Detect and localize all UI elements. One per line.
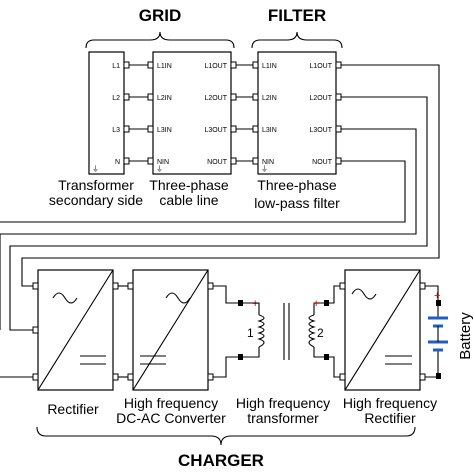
transformer-port-l3: L3 (112, 127, 120, 134)
lpf-label: Three-phase (257, 177, 337, 193)
charger-header: CHARGER (178, 451, 264, 470)
cable-label-2: cable line (159, 192, 218, 208)
cable-line-block[interactable]: L1IN L2IN L3IN NIN L1OUT L2OUT L3OUT NOU… (152, 51, 232, 175)
hf-transformer[interactable]: + 1 2 + (213, 285, 340, 378)
cable-label: Three-phase (149, 177, 229, 193)
ground-glyph: ⏚ (261, 165, 268, 173)
charger-brace (36, 426, 416, 446)
transformer-port-l2: L2 (112, 95, 120, 102)
lpf-port-nout: NOUT (312, 159, 333, 166)
lowpass-filter-block[interactable]: L1IN L2IN L3IN NIN L1OUT L2OUT L3OUT NOU… (257, 51, 337, 175)
lpf-port-l3out: L3OUT (309, 127, 332, 134)
hf-rectifier-label: High frequency (343, 395, 437, 411)
lpf-port-l3in: L3IN (262, 127, 277, 134)
battery-label: Battery (457, 312, 474, 360)
hf-rectifier-block[interactable] (339, 269, 426, 391)
hf-transformer-label-2: transformer (247, 410, 319, 426)
lpf-port-l2out: L2OUT (309, 95, 332, 102)
transformer-block[interactable]: L1 L2 L3 N ⏚ (88, 51, 125, 175)
cable-port-l1out: L1OUT (204, 63, 227, 70)
primary-winding (257, 314, 265, 348)
polarity-plus-left: + (252, 298, 258, 310)
ground-glyph: ⏚ (156, 165, 163, 173)
filter-to-rectifier-wires (0, 64, 440, 378)
rectifier-block[interactable] (32, 269, 119, 391)
cable-port-nin: NIN (157, 159, 169, 166)
lpf-port-l2in: L2IN (262, 95, 277, 102)
transformer-port-l1: L1 (112, 63, 120, 70)
transformer-port-n: N (115, 159, 120, 166)
polarity-plus-right: + (313, 298, 319, 310)
filter-header: FILTER (268, 6, 326, 25)
lpf-label-2: low-pass filter (254, 195, 340, 211)
ground-glyph: ⏚ (92, 165, 99, 173)
converter-label: High frequency (124, 395, 218, 411)
lpf-port-l1in: L1IN (262, 63, 277, 70)
transformer-label: Transformer (58, 177, 134, 193)
cable-port-l2out: L2OUT (204, 95, 227, 102)
battery[interactable]: + (425, 285, 448, 379)
ac-symbol (52, 292, 78, 304)
hf-transformer-label: High frequency (236, 395, 330, 411)
filter-brace (251, 31, 343, 49)
lpf-port-l1out: L1OUT (309, 63, 332, 70)
grid-brace (85, 31, 235, 49)
lpf-port-nin: NIN (262, 159, 274, 166)
transformer-label-2: secondary side (49, 192, 143, 208)
dc-ac-converter-block[interactable] (127, 269, 214, 391)
cable-port-l3out: L3OUT (204, 127, 227, 134)
cable-port-l1in: L1IN (157, 63, 172, 70)
cable-port-nout: NOUT (207, 159, 228, 166)
ac-symbol (351, 288, 377, 300)
ac-symbol (165, 292, 191, 304)
cable-port-l3in: L3IN (157, 127, 172, 134)
cable-port-l2in: L2IN (157, 95, 172, 102)
winding-2-label: 2 (317, 326, 324, 340)
converter-label-2: DC-AC Converter (116, 410, 226, 426)
grid-header: GRID (139, 6, 182, 25)
winding-1-label: 1 (247, 326, 254, 340)
hf-rectifier-label-2: Rectifier (364, 410, 416, 426)
secondary-winding (308, 314, 316, 348)
rectifier-label: Rectifier (47, 401, 99, 417)
battery-plus: + (434, 290, 440, 302)
